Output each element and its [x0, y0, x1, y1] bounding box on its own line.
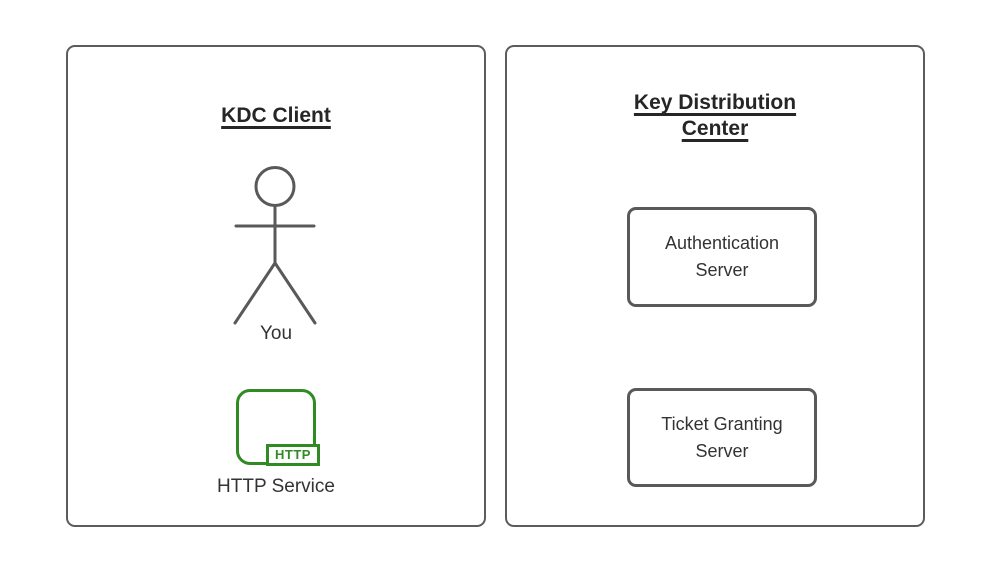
ticket-granting-server-label: Ticket Granting Server: [661, 413, 783, 461]
kdc-client-title-text: KDC Client: [221, 104, 331, 127]
authentication-server-box: Authentication Server: [627, 207, 817, 307]
kdc-client-panel: KDC Client You HTTP HTTP Service: [66, 45, 486, 527]
authentication-server-label: Authentication Server: [664, 233, 780, 280]
key-distribution-center-panel: Key Distribution Center Authentication S…: [505, 45, 925, 527]
http-service-label: HTTP Service: [217, 476, 335, 497]
kdc-title-text: Key Distribution Center: [633, 91, 797, 140]
actor-label: You: [259, 323, 293, 344]
kdc-title: Key Distribution Center: [507, 90, 923, 142]
http-badge: HTTP: [266, 443, 320, 466]
ticket-granting-server-box: Ticket Granting Server: [627, 388, 817, 487]
http-service-icon: HTTP: [236, 389, 320, 466]
person-icon: [233, 166, 317, 325]
kdc-client-title: KDC Client: [68, 103, 484, 129]
